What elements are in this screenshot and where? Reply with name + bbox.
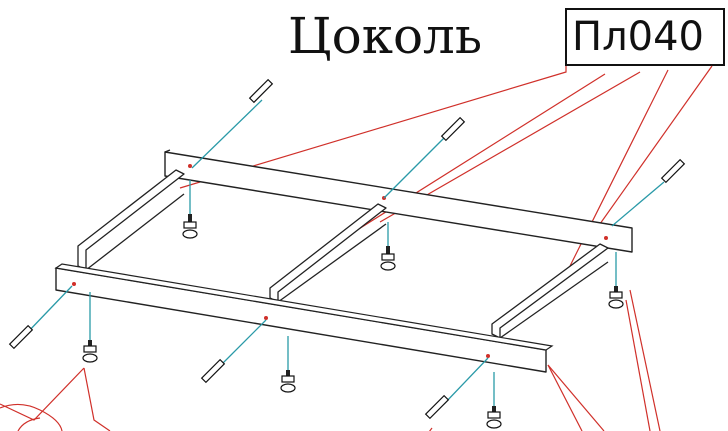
leader-line [547,364,605,431]
leader-line [179,66,567,189]
leader-line [629,289,661,431]
screw-icon [248,78,274,104]
screw-icon [200,358,226,384]
leveling-foot-icon [608,286,624,309]
page-title: Цоколь [288,7,483,65]
leader-line [83,367,111,431]
leader-line [547,364,583,431]
leveling-feet [82,180,624,429]
leader-line [589,65,713,239]
screw-icon [660,158,686,184]
screw-hole-marker [604,236,608,240]
screw-hole-marker [486,354,490,358]
screws [8,78,686,420]
detail-callout-circle-inner [17,417,41,431]
leader-line [429,427,433,431]
leveling-foot-icon [82,340,98,363]
screw-icon [8,324,34,350]
leader-line [0,367,85,421]
screw-hole-marker [188,164,192,168]
leader-line [625,299,651,431]
screw-icon [440,116,466,142]
leveling-foot-icon [182,214,198,239]
cross-planks [77,169,609,339]
part-label-box [565,8,725,66]
leveling-foot-icon [280,370,296,393]
screw-hole-marker [72,282,76,286]
leveling-foot-icon [380,246,396,271]
detail-callout-circle [0,403,63,431]
leveling-foot-icon [486,406,502,429]
front-plank [54,263,554,373]
part-label: Пл040 [572,14,704,60]
back-plank [164,149,633,253]
screw-hole-marker [264,316,268,320]
screw-icon [424,394,450,420]
